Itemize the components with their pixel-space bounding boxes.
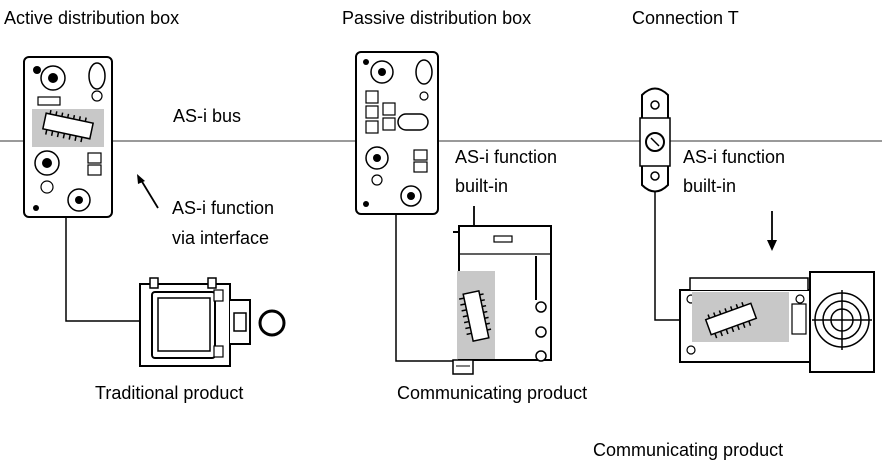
- label-func-builtin-b-line1: AS-i function: [683, 147, 786, 167]
- passive-distribution-box: [355, 51, 439, 215]
- chip-icon: [704, 301, 758, 339]
- wire-t-to-product: [654, 191, 690, 321]
- label-traditional-product: Traditional product: [95, 383, 244, 403]
- label-passive-box: Passive distribution box: [342, 8, 532, 28]
- wire-active-to-traditional: [65, 217, 147, 322]
- label-connection-t: Connection T: [632, 8, 739, 28]
- chip-icon: [458, 289, 492, 343]
- arrow-builtin-b: [767, 211, 777, 251]
- arrow-interface: [137, 174, 159, 209]
- wire-passive-to-product: [395, 214, 458, 362]
- label-asi-bus: AS-i bus: [173, 106, 242, 126]
- label-func-builtin-a-line2: built-in: [455, 176, 509, 196]
- traditional-product: [139, 277, 286, 367]
- communicating-product-1: [452, 225, 552, 375]
- label-func-builtin-a-line1: AS-i function: [455, 147, 558, 167]
- label-communicating-product-2: Communicating product: [593, 440, 784, 460]
- communicating-product-2: [679, 271, 875, 373]
- label-communicating-product-1: Communicating product: [397, 383, 588, 403]
- label-func-builtin-b-line2: built-in: [683, 176, 737, 196]
- connection-t: [639, 87, 671, 193]
- chip-icon: [41, 109, 95, 143]
- label-active-box: Active distribution box: [4, 8, 180, 28]
- label-func-interface-line2: via interface: [172, 228, 270, 248]
- active-distribution-box: [23, 56, 113, 218]
- label-func-interface-line1: AS-i function: [172, 198, 275, 218]
